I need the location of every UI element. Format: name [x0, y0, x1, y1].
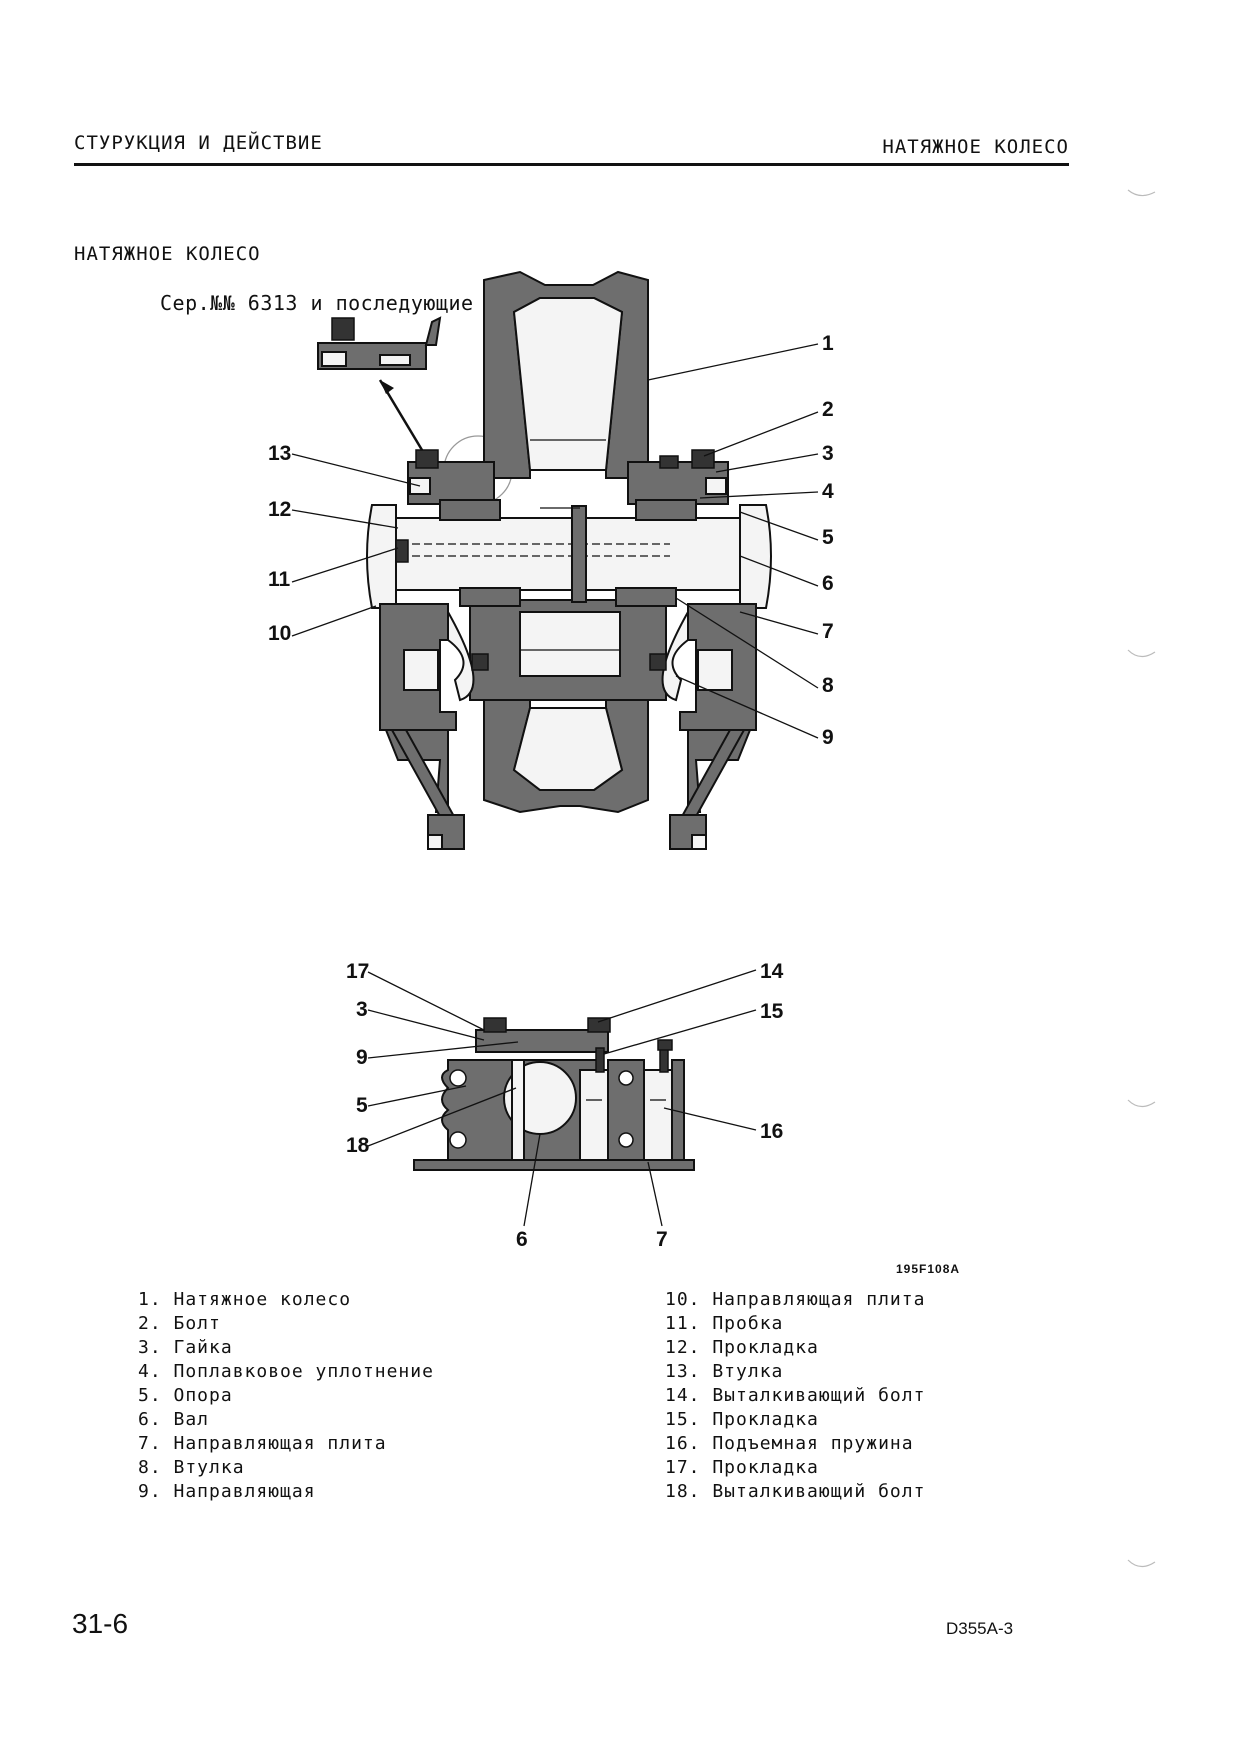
legend-item: 12. Прокладка: [665, 1337, 819, 1358]
callout-16: 16: [760, 1120, 783, 1143]
callout-10: 10: [268, 622, 291, 645]
legend-item: 1. Натяжное колесо: [138, 1289, 352, 1310]
callout-13: 13: [268, 442, 291, 465]
callout-11: 11: [268, 568, 291, 591]
support-block-drawing: [413, 1017, 695, 1171]
callout-4: 4: [822, 480, 834, 503]
section-title: НАТЯЖНОЕ КОЛЕСО: [74, 243, 261, 265]
legend-item: 8. Втулка: [138, 1457, 245, 1478]
legend-item: 11. Пробка: [665, 1313, 784, 1334]
legend-item: 2. Болт: [138, 1313, 221, 1334]
callout-2: 2: [822, 398, 834, 421]
callout-7-lower: 7: [656, 1228, 668, 1251]
legend-item: 9. Направляющая: [138, 1481, 316, 1502]
upper-leader-lines: [291, 343, 819, 739]
legend-item: 5. Опора: [138, 1385, 233, 1406]
callout-3: 3: [822, 442, 834, 465]
callout-15: 15: [760, 1000, 784, 1023]
legend-item: 16. Подъемная пружина: [665, 1433, 914, 1454]
page-number: 31-6: [72, 1608, 129, 1639]
legend-item: 3. Гайка: [138, 1337, 233, 1358]
model-code: D355A-3: [946, 1619, 1014, 1638]
legend-item: 7. Направляющая плита: [138, 1433, 387, 1454]
legend-item: 6. Вал: [138, 1409, 210, 1430]
callout-1: 1: [822, 332, 834, 355]
callout-3-lower: 3: [356, 998, 368, 1021]
callout-17: 17: [346, 960, 369, 983]
callout-5: 5: [822, 526, 834, 549]
callout-8: 8: [822, 674, 834, 697]
lower-leader-lines: [367, 969, 757, 1227]
inset-detail: [317, 316, 513, 505]
parts-legend-right: 10. Направляющая плита 11. Пробка 12. Пр…: [665, 1288, 925, 1504]
binding-marks: [1127, 189, 1156, 1568]
legend-item: 15. Прокладка: [665, 1409, 819, 1430]
callout-7: 7: [822, 620, 834, 643]
figure-code: 195F108A: [896, 1262, 961, 1276]
upper-callouts: 1 2 3 4 5 6 7 8 9 10 11 12 13: [268, 332, 834, 749]
lower-callouts: 17 3 9 5 18 6 7 14 15 16: [346, 960, 784, 1251]
legend-item: 14. Выталкивающий болт: [665, 1385, 926, 1406]
serial-number-note: Сер.№№ 6313 и последующие: [160, 291, 474, 315]
callout-9: 9: [822, 726, 834, 749]
legend-item: 4. Поплавковое уплотнение: [138, 1361, 434, 1382]
callout-5-lower: 5: [356, 1094, 368, 1117]
idler-cross-section-drawing: [317, 270, 772, 850]
callout-6: 6: [822, 572, 834, 595]
parts-legend-left: 1. Натяжное колесо 2. Болт 3. Гайка 4. П…: [138, 1288, 434, 1504]
callout-9-lower: 9: [356, 1046, 368, 1069]
header-rule: [74, 163, 1069, 166]
legend-item: 17. Прокладка: [665, 1457, 819, 1478]
callout-14: 14: [760, 960, 784, 983]
callout-18: 18: [346, 1134, 370, 1157]
callout-6-lower: 6: [516, 1228, 528, 1251]
legend-item: 13. Втулка: [665, 1361, 784, 1382]
legend-item: 18. Выталкивающий болт: [665, 1481, 926, 1502]
legend-item: 10. Направляющая плита: [665, 1289, 926, 1310]
header-right-title: НАТЯЖНОЕ КОЛЕСО: [882, 136, 1069, 158]
callout-12: 12: [268, 498, 291, 521]
header-left-title: СТУРУКЦИЯ И ДЕЙСТВИЕ: [74, 132, 323, 154]
